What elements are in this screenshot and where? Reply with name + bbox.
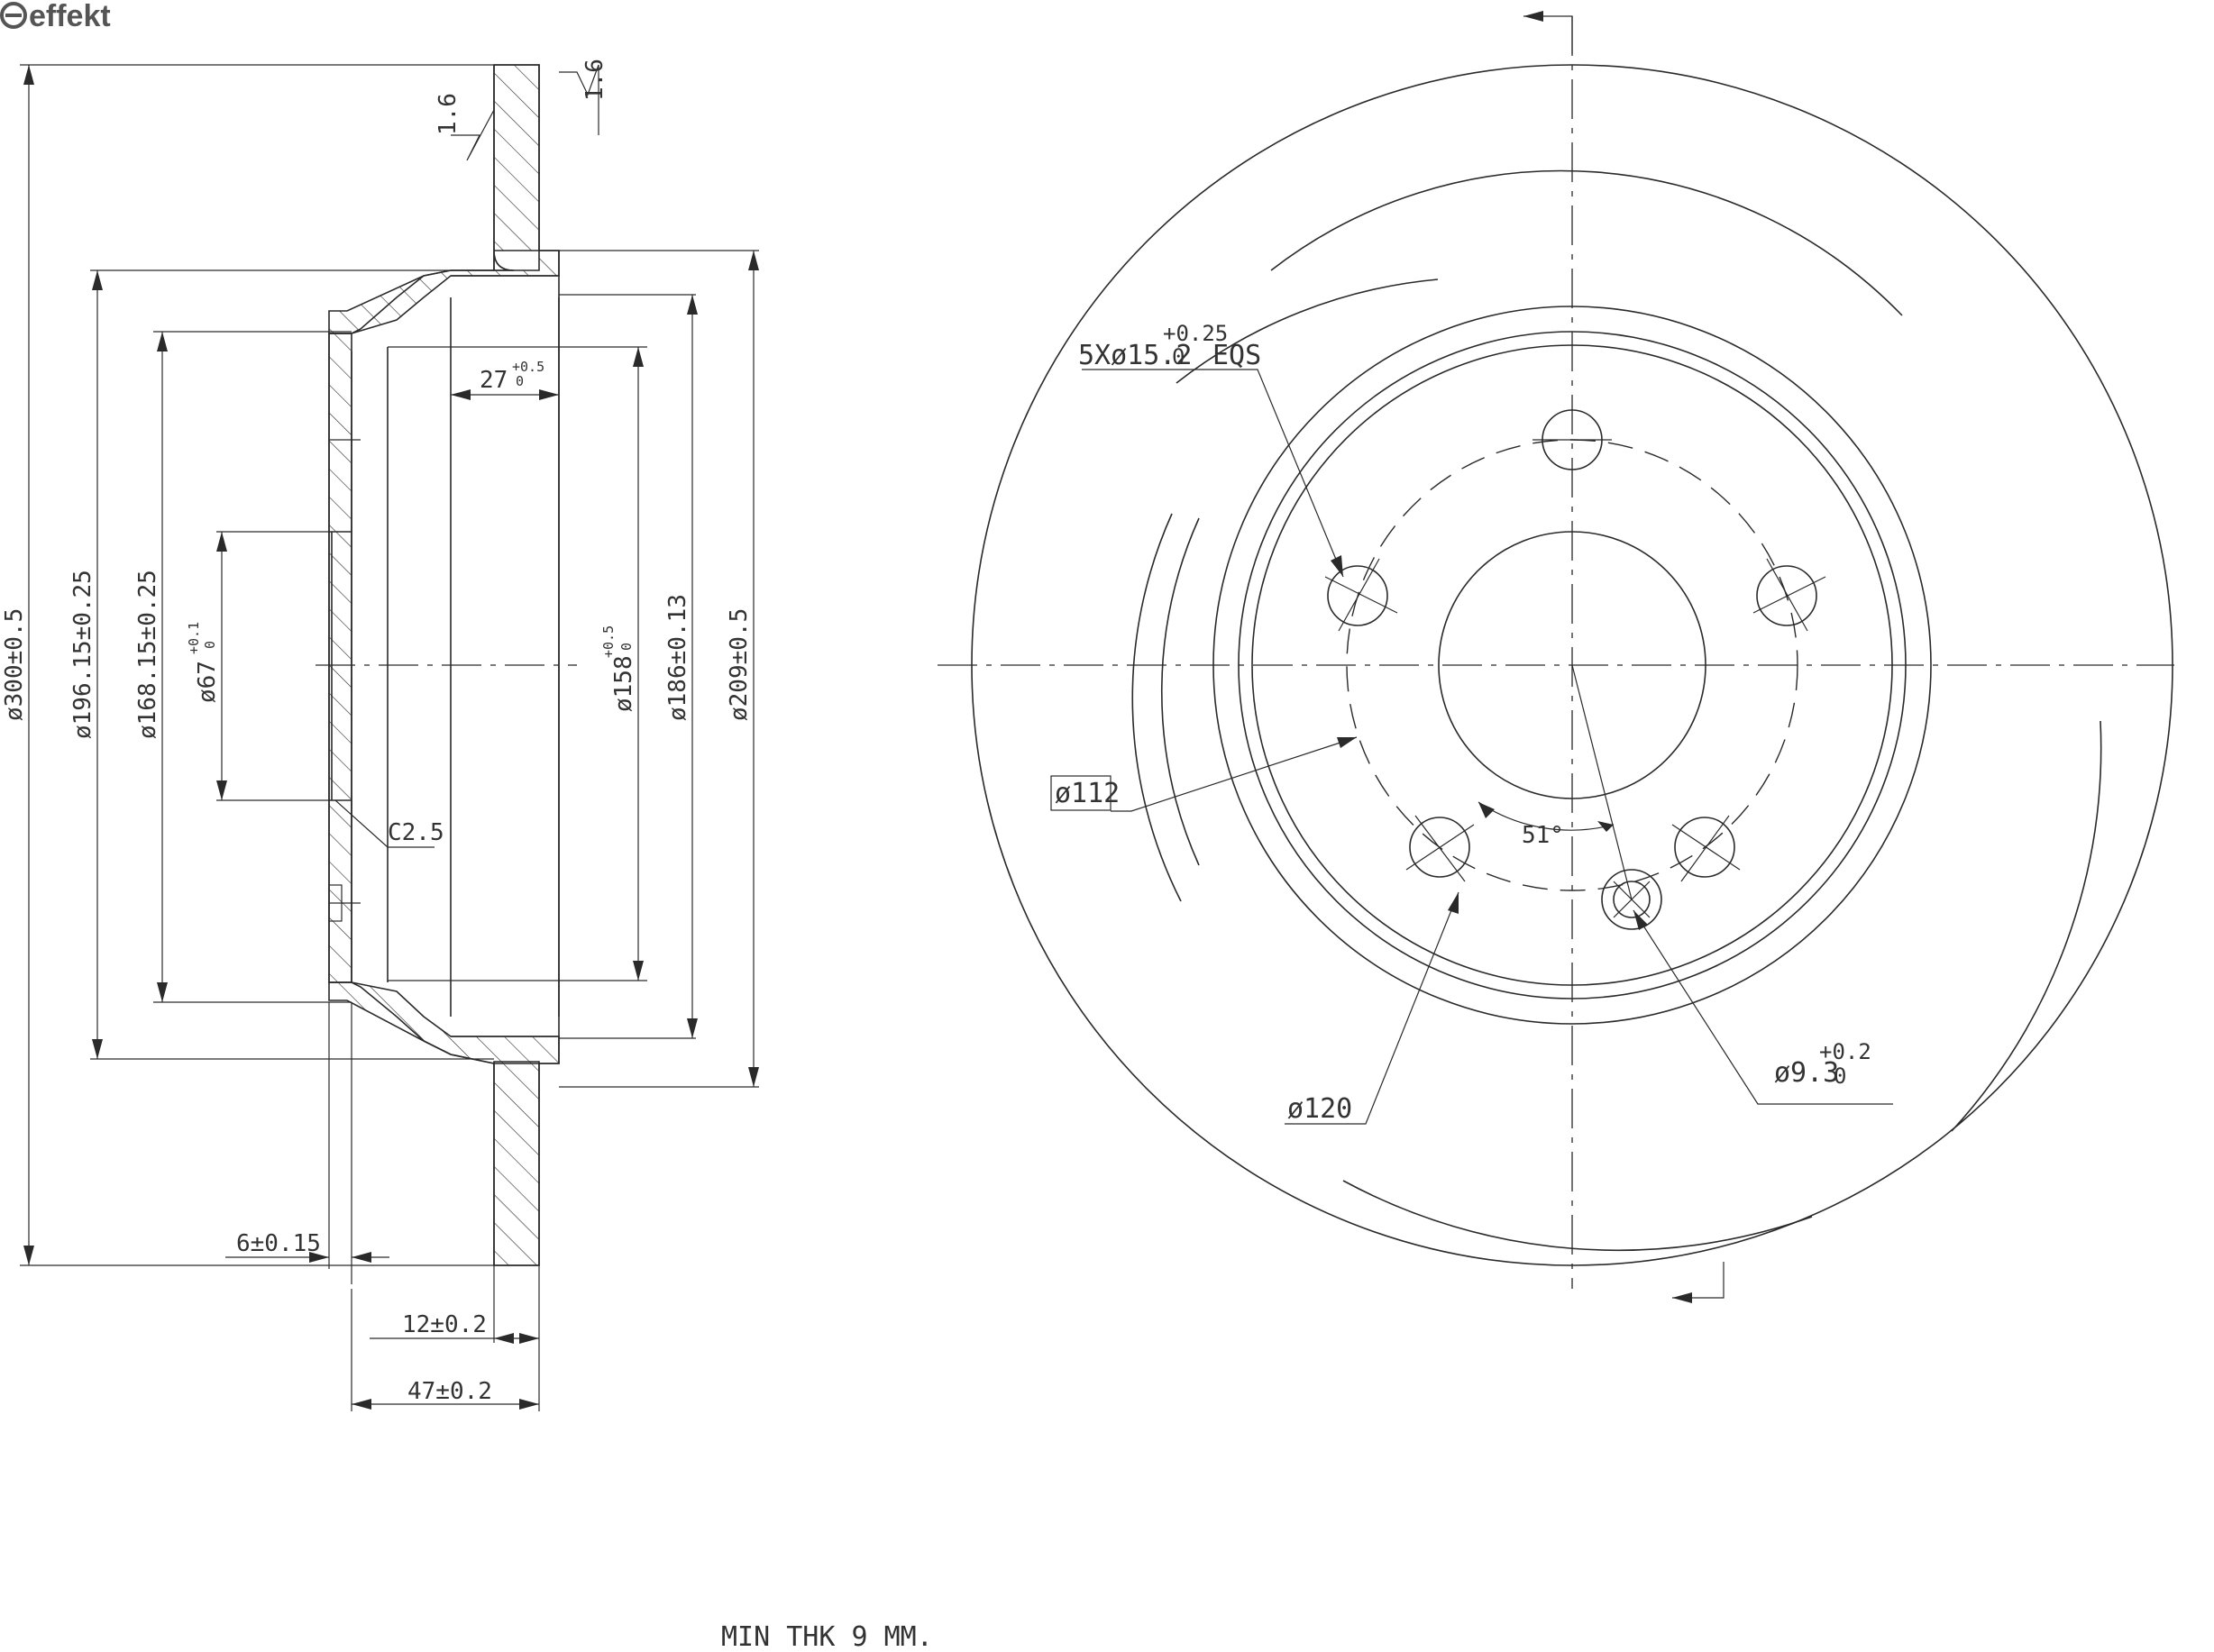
dim-d209: ø209±0.5: [726, 608, 753, 721]
dim-t12: 12±0.2: [402, 1311, 487, 1338]
friction-ring-bottom: [493, 1061, 540, 1266]
dim-t47: 47±0.2: [407, 1378, 492, 1405]
holes-label: 5Xø15.2: [1078, 340, 1192, 371]
hat-ring-inner-2: [1251, 344, 1893, 986]
friction-ring-top: [493, 64, 540, 271]
roughness-symbol-right: 1.6: [559, 59, 608, 135]
dim-d67: ø67: [194, 661, 221, 703]
dim-d168: ø168.15±0.25: [134, 570, 161, 739]
section-view: ø300±0.5 ø196.15±0.25 ø168.15±0.25 ø67 +…: [1, 59, 759, 1411]
angle-label: 51°: [1522, 822, 1564, 849]
bolt-hole-upper-left: [1324, 558, 1398, 632]
dim-w27-tol-upper: +0.5: [512, 359, 544, 375]
hat-ring-outer: [1212, 306, 1932, 1025]
outer-disc-edge: [971, 64, 2173, 1266]
dim-w27: 27: [480, 367, 508, 394]
small-hole-tol-lower: 0: [1834, 1063, 1846, 1089]
bolt-hole-upper-right: [1752, 558, 1826, 632]
dim-d158-tol-upper: +0.5: [600, 625, 617, 658]
dim-d300: ø300±0.5: [1, 608, 28, 721]
dim-d158-tol-lower: 0: [618, 643, 635, 651]
pcd-label: ø112: [1055, 778, 1120, 809]
effekt-e-circle-logo-icon: [0, 2, 27, 29]
svg-text:1.6: 1.6: [581, 59, 608, 101]
dim-chamfer: C2.5: [388, 819, 444, 846]
hat-wall-top: [328, 250, 560, 334]
center-bore: [1438, 531, 1706, 799]
dim-t6: 6±0.15: [236, 1230, 321, 1257]
dim-d186: ø186±0.13: [664, 594, 691, 721]
dim-w27-tol-lower: 0: [516, 373, 524, 389]
small-hole-label: ø9.3: [1774, 1057, 1839, 1089]
svg-text:1.6: 1.6: [435, 93, 462, 135]
roughness-symbol-left: 1.6: [435, 93, 495, 161]
small-hole-tol-upper: +0.2: [1819, 1039, 1871, 1064]
dim-d67-tol-upper: +0.1: [186, 622, 202, 654]
min-thickness-note: MIN THK 9 MM.: [721, 1621, 933, 1652]
brand-name: effekt: [29, 0, 111, 33]
holes-tol-lower: 0: [1172, 344, 1185, 370]
holes-tol-upper: +0.25: [1163, 321, 1228, 346]
brand-logo: effekt: [0, 0, 111, 33]
hat-wall-bottom: [328, 981, 560, 1064]
bolt-hole-lower-left: [1405, 815, 1475, 882]
dim-d196: ø196.15±0.25: [69, 570, 96, 739]
d120-label: ø120: [1287, 1093, 1352, 1125]
hat-ring-inner: [1238, 331, 1907, 999]
holes-suffix: EQS: [1212, 340, 1261, 371]
bolt-hole-top: [1532, 409, 1612, 470]
dim-d158: ø158: [610, 655, 637, 712]
bolt-hole-lower-right: [1671, 815, 1741, 882]
dim-d67-tol-lower: 0: [202, 641, 218, 649]
front-view: 51° 5Xø15.2 +0.25 0 EQS ø112 ø120 ø9.3 +…: [938, 11, 2174, 1303]
